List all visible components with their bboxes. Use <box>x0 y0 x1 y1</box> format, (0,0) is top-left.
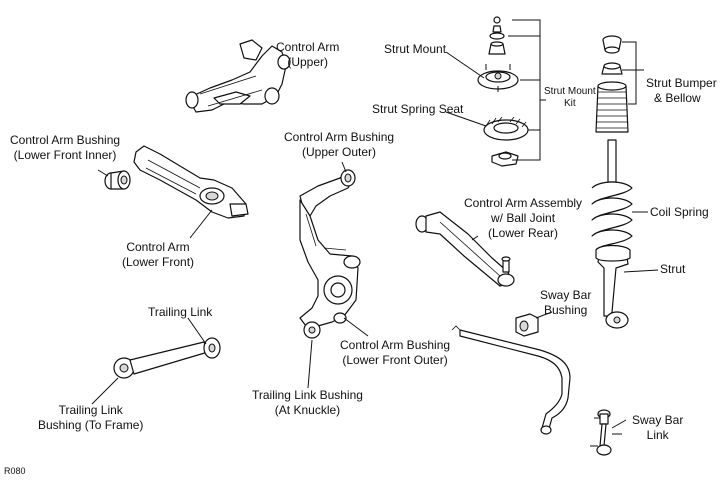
knuckle-drawing <box>299 169 361 339</box>
control-arm-lower-rear-drawing <box>415 211 515 287</box>
trailing-link-drawing <box>113 337 221 379</box>
label-control-arm-bushing-lower-front-inner: Control Arm Bushing (Lower Front Inner) <box>10 133 121 162</box>
control-arm-lower-front-drawing <box>133 145 249 219</box>
label-strut-bumper-bellow: Strut Bumper & Bellow <box>646 76 717 105</box>
label-strut: Strut <box>660 262 686 276</box>
sway-bar-link-drawing <box>590 409 622 456</box>
label-trailing-link-bushing-knuckle: Trailing Link Bushing (At Knuckle) <box>252 388 363 417</box>
sway-bar-drawing <box>451 325 571 435</box>
label-coil-spring: Coil Spring <box>650 205 709 219</box>
strut-mount-kit-drawing <box>477 16 529 167</box>
label-strut-mount-kit: Strut Mount Kit <box>544 86 596 109</box>
label-trailing-link: Trailing Link <box>148 305 213 319</box>
label-sway-bar-link: Sway Bar Link <box>632 413 684 442</box>
label-control-arm-bushing-upper-outer: Control Arm Bushing (Upper Outer) <box>284 130 395 159</box>
label-control-arm-assembly-lower-rear: Control Arm Assembly w/ Ball Joint (Lowe… <box>464 196 583 240</box>
label-trailing-link-bushing-frame: Trailing Link Bushing (To Frame) <box>38 403 144 432</box>
label-control-arm-upper: Control Arm (Upper) <box>276 40 340 69</box>
strut-assembly-drawing <box>591 35 633 329</box>
label-control-arm-lower-front: Control Arm (Lower Front) <box>122 240 195 269</box>
leader-lines <box>91 19 659 429</box>
label-strut-mount: Strut Mount <box>384 42 447 56</box>
label-control-arm-bushing-lower-front-outer: Control Arm Bushing (Lower Front Outer) <box>340 338 451 367</box>
control-arm-upper-drawing <box>185 39 291 113</box>
sway-bar-bushing-drawing <box>515 313 539 337</box>
lower-front-inner-bushing-drawing <box>104 170 131 190</box>
figure-code: R080 <box>4 466 26 476</box>
label-strut-spring-seat: Strut Spring Seat <box>372 102 464 116</box>
label-sway-bar-bushing: Sway Bar Bushing <box>540 288 592 317</box>
